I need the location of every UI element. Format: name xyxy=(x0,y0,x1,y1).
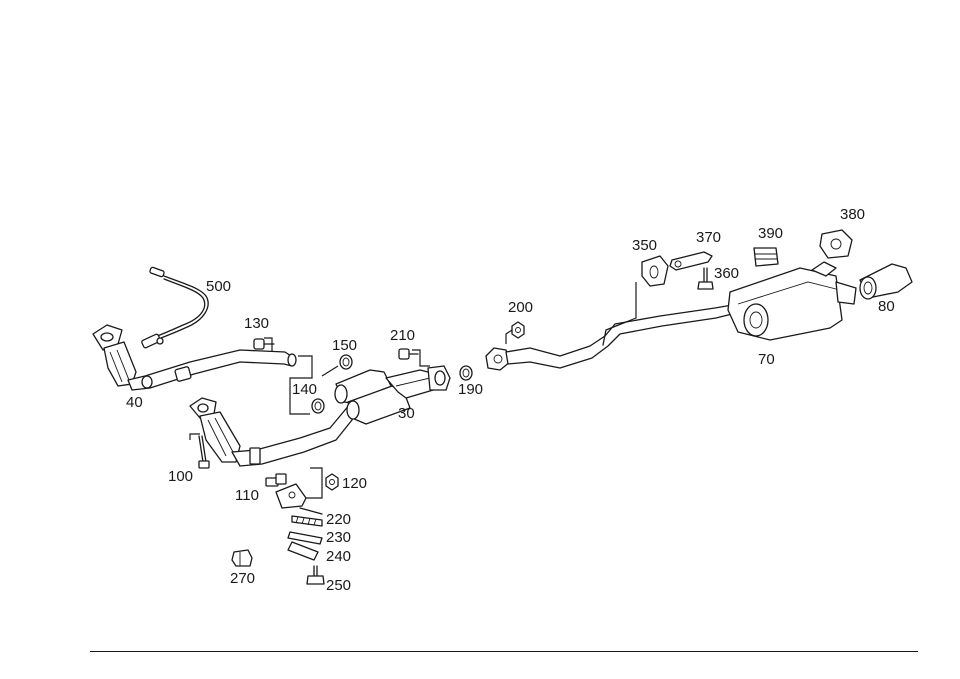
callout-230: 230 xyxy=(326,529,351,546)
part-140-seal xyxy=(311,398,325,414)
callout-40: 40 xyxy=(126,394,143,411)
callout-240: 240 xyxy=(326,548,351,565)
part-390-rubber-mount xyxy=(753,247,779,267)
part-150-gasket xyxy=(339,354,353,370)
part-210-screw xyxy=(398,348,419,360)
part-370-bracket xyxy=(669,251,713,271)
callout-140: 140 xyxy=(292,381,317,398)
part-270-clamp xyxy=(231,549,253,567)
part-100-bolt xyxy=(198,435,210,469)
callout-labels: 500 130 150 140 210 200 350 370 390 380 … xyxy=(126,206,895,594)
callout-390: 390 xyxy=(758,225,783,242)
part-500-oxygen-sensor xyxy=(141,266,209,349)
part-190-seal xyxy=(459,365,473,381)
callout-80: 80 xyxy=(878,298,895,315)
part-200-nut xyxy=(511,321,525,339)
callout-200: 200 xyxy=(508,299,533,316)
part-bracket-plate xyxy=(275,483,323,515)
footer-rule xyxy=(90,651,918,652)
leader-lines xyxy=(189,282,637,499)
part-30-catalytic-converter xyxy=(334,365,451,425)
callout-150: 150 xyxy=(332,337,357,354)
callout-370: 370 xyxy=(696,229,721,246)
part-240-shim xyxy=(287,541,319,561)
callout-100: 100 xyxy=(168,468,193,485)
part-110-clip xyxy=(265,473,287,487)
part-250-bolt xyxy=(306,565,325,585)
callout-190: 190 xyxy=(458,381,483,398)
callout-120: 120 xyxy=(342,475,367,492)
part-70-rear-muffler xyxy=(727,261,857,341)
callout-380: 380 xyxy=(840,206,865,223)
part-220-spring xyxy=(291,515,323,527)
part-front-pipe-right xyxy=(189,397,357,467)
part-80-tail-pipe xyxy=(859,263,913,300)
callout-130: 130 xyxy=(244,315,269,332)
callout-350: 350 xyxy=(632,237,657,254)
part-130-clamp xyxy=(253,338,275,350)
part-120-nut xyxy=(325,473,339,491)
callout-110: 110 xyxy=(235,487,259,504)
part-350-rubber-hanger xyxy=(641,255,669,287)
part-230-strap xyxy=(287,531,323,545)
callout-270: 270 xyxy=(230,570,255,587)
part-40-front-pipe-left xyxy=(92,324,297,391)
callout-210: 210 xyxy=(390,327,415,344)
callout-500: 500 xyxy=(206,278,231,295)
callout-360: 360 xyxy=(714,265,739,282)
callout-250: 250 xyxy=(326,577,351,594)
part-360-bolt xyxy=(697,267,714,290)
callout-30: 30 xyxy=(398,405,415,422)
callout-220: 220 xyxy=(326,511,351,528)
callout-70: 70 xyxy=(758,351,775,368)
part-380-hanger-bracket xyxy=(819,229,853,259)
